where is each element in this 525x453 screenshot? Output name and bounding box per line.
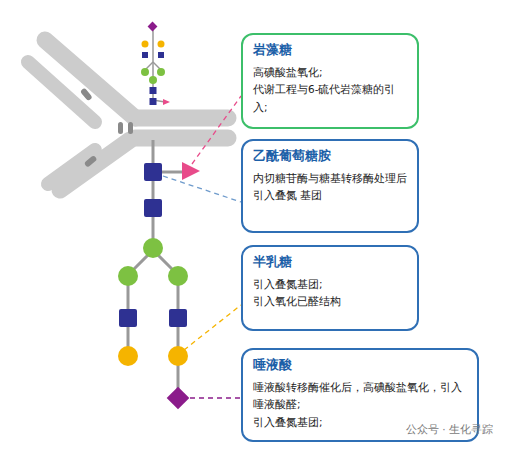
small-glycan-residue <box>141 68 149 76</box>
leader-line <box>184 305 241 350</box>
antibody-hinge-mark <box>118 122 123 134</box>
antibody-hinge-mark <box>80 87 133 167</box>
antibody-hinge-mark <box>128 122 133 134</box>
antibody <box>135 130 228 147</box>
callout-text: 引入叠氮基团; <box>253 276 407 293</box>
small-glycan-residue <box>142 52 148 58</box>
glycan-residue <box>144 199 162 217</box>
glycan-residue <box>118 266 138 286</box>
antibody <box>28 62 95 122</box>
glycan-residue <box>182 162 200 180</box>
callout-text: 唾液酸转移酶催化后，高碘酸盐氧化，引入唾液酸醛; <box>253 379 467 414</box>
leader-line <box>192 96 241 164</box>
callout-heading: 唾液酸 <box>253 357 467 374</box>
callout-text: 内切糖苷酶与糖基转移酶处理后引入叠氮 基团 <box>253 170 407 205</box>
antibody <box>48 150 95 184</box>
antibody <box>45 40 135 118</box>
glycan-residue <box>118 346 138 366</box>
callout-heading: 岩藻糖 <box>253 42 407 59</box>
callout-box: 乙酰葡萄糖胺内切糖苷酶与糖基转移酶处理后引入叠氮 基团 <box>241 139 419 233</box>
antibody-hinge-mark <box>84 155 98 168</box>
antibody <box>135 110 228 127</box>
glycan-residue <box>119 309 137 327</box>
glycan-residue <box>118 162 200 409</box>
leader-line <box>163 176 241 202</box>
small-glycan-residue <box>149 76 157 84</box>
small-glycan-residue <box>158 41 165 48</box>
callout-heading: 乙酰葡萄糖胺 <box>253 148 407 165</box>
callout-text: 代谢工程与6-硫代岩藻糖的引入; <box>253 81 407 116</box>
glycan-bond <box>152 140 155 250</box>
small-glycan-residue <box>148 22 158 32</box>
small-glycan-residue <box>141 22 170 105</box>
glycan-residue <box>143 238 163 258</box>
antibody <box>28 40 228 190</box>
small-glycan-residue <box>150 87 157 94</box>
callout-box: 半乳糖引入叠氮基团;引入氧化已醛结构 <box>241 245 419 331</box>
small-glycan-residue <box>157 68 165 76</box>
small-glycan-residue <box>158 52 164 58</box>
callout-text: 引入氧化已醛结构 <box>253 293 407 310</box>
glycan-bond <box>128 250 153 355</box>
glycan-residue <box>168 266 188 286</box>
antibody-hinge-mark <box>80 87 93 101</box>
small-glycan-residue <box>142 41 149 48</box>
small-glycan-residue <box>163 99 170 105</box>
leader-line <box>190 397 241 398</box>
callout-text: 高碘酸盐氧化; <box>253 64 407 81</box>
glycan-residue <box>144 163 162 181</box>
leader-line <box>163 96 241 398</box>
glycan-residue <box>167 387 190 410</box>
watermark: 公众号 · 生化寻踪 <box>406 423 493 437</box>
callout-box: 岩藻糖高碘酸盐氧化;代谢工程与6-硫代岩藻糖的引入; <box>241 33 419 129</box>
callout-heading: 半乳糖 <box>253 254 407 271</box>
glycan-residue <box>169 309 187 327</box>
small-glycan-residue <box>150 98 157 105</box>
small-glycan <box>145 28 165 104</box>
